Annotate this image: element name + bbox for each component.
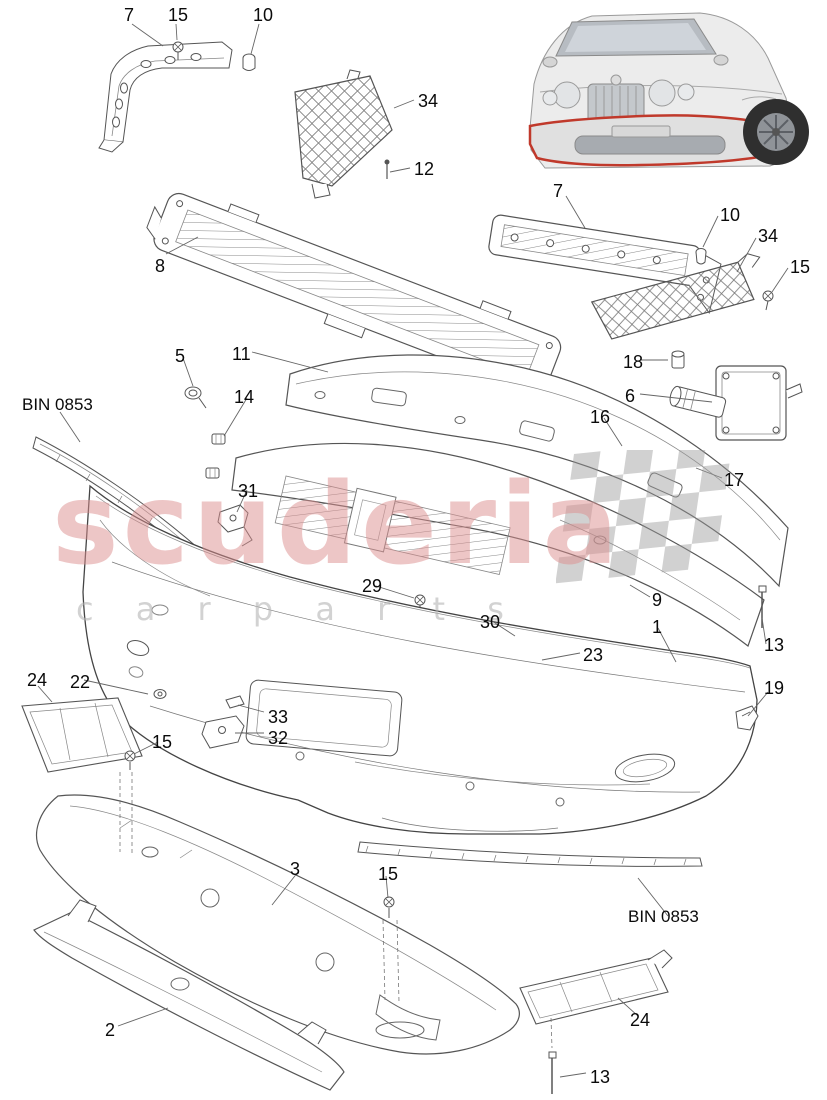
screw-part-15-right <box>762 290 774 311</box>
clip-part-14b <box>205 467 220 479</box>
part-callout-23: 23 <box>583 645 604 665</box>
clip-part-22 <box>153 689 167 699</box>
part-callout-10-right: 10 <box>720 205 741 225</box>
part-callout-5: 5 <box>175 346 186 366</box>
part-callout-11: 11 <box>232 344 251 364</box>
clip-part-14a <box>211 433 226 445</box>
mesh-panel-part-34-right <box>590 253 761 340</box>
part-callout-33: 33 <box>268 707 289 727</box>
bumper-cover-part-1 <box>82 484 758 835</box>
construction-lines <box>119 772 553 1049</box>
clip-part-19 <box>735 705 759 731</box>
screw-part-15-top <box>172 41 184 60</box>
part-callout-17: 17 <box>724 470 745 490</box>
part-callout-24-left: 24 <box>27 670 48 690</box>
screw-part-15-bottom <box>383 896 395 918</box>
screw-part-12 <box>384 159 390 179</box>
part-callout-6: 6 <box>625 386 636 406</box>
bracket-part-31 <box>217 504 253 547</box>
clip-part-10-top <box>242 53 256 71</box>
bracket-part-7-left <box>98 41 233 153</box>
part-callout-12: 12 <box>414 159 435 179</box>
grommet-part-5 <box>184 386 207 409</box>
part-callout-13-bottom: 13 <box>590 1067 611 1087</box>
part-callout-2: 2 <box>105 1020 116 1040</box>
part-callout-29: 29 <box>362 576 383 596</box>
bolt-part-13-right <box>758 585 767 628</box>
part-callout-24-right: 24 <box>630 1010 651 1030</box>
part-callout-3: 3 <box>290 859 301 879</box>
leader-lines <box>37 23 789 1078</box>
part-callout-9: 9 <box>652 590 663 610</box>
lower-support-part-9 <box>231 442 765 647</box>
part-callout-30: 30 <box>480 612 501 632</box>
part-callout-13-right: 13 <box>764 635 785 655</box>
part-callout-1: 1 <box>652 617 663 637</box>
part-callout-34-right: 34 <box>758 226 779 246</box>
part-callout-15-right: 15 <box>790 257 811 277</box>
part-callout-32: 32 <box>268 728 289 748</box>
part-callout-34-top: 34 <box>418 91 439 111</box>
part-callout-22: 22 <box>70 672 91 692</box>
car-reference-photo <box>528 12 809 169</box>
bracket-part-32 <box>201 715 245 749</box>
bin-label-bottom: BIN 0853 <box>628 907 699 926</box>
clip-part-10-right <box>695 248 707 265</box>
trim-strip-bottom <box>357 841 703 867</box>
mesh-panel-part-34-top <box>294 69 393 199</box>
part-callout-19: 19 <box>764 678 785 698</box>
part-callout-8: 8 <box>155 256 166 276</box>
part-callout-15-left: 15 <box>152 732 173 752</box>
screw-part-15-left <box>124 750 136 770</box>
part-callout-14: 14 <box>234 387 255 407</box>
part-callout-15-bottom: 15 <box>378 864 399 884</box>
part-callout-10-topleft: 10 <box>253 5 274 25</box>
absorber-part-11 <box>285 354 789 588</box>
part-callout-18: 18 <box>623 352 644 372</box>
part-callout-7-right: 7 <box>553 181 564 201</box>
pin-part-18 <box>671 350 685 369</box>
part-callout-15-topleft: 15 <box>168 5 189 25</box>
beam-part-7-right <box>488 214 722 315</box>
tow-bracket-assembly-part-6 <box>669 350 803 441</box>
tray-part-24-right <box>519 949 673 1025</box>
bolt-part-13-bottom <box>548 1051 557 1094</box>
impact-beam-part-8 <box>146 192 562 394</box>
part-callout-31: 31 <box>238 481 259 501</box>
part-callout-7-topleft: 7 <box>124 5 135 25</box>
lip-part-2 <box>33 899 345 1091</box>
bin-label-top: BIN 0853 <box>22 395 93 414</box>
part-callout-16: 16 <box>590 407 611 427</box>
